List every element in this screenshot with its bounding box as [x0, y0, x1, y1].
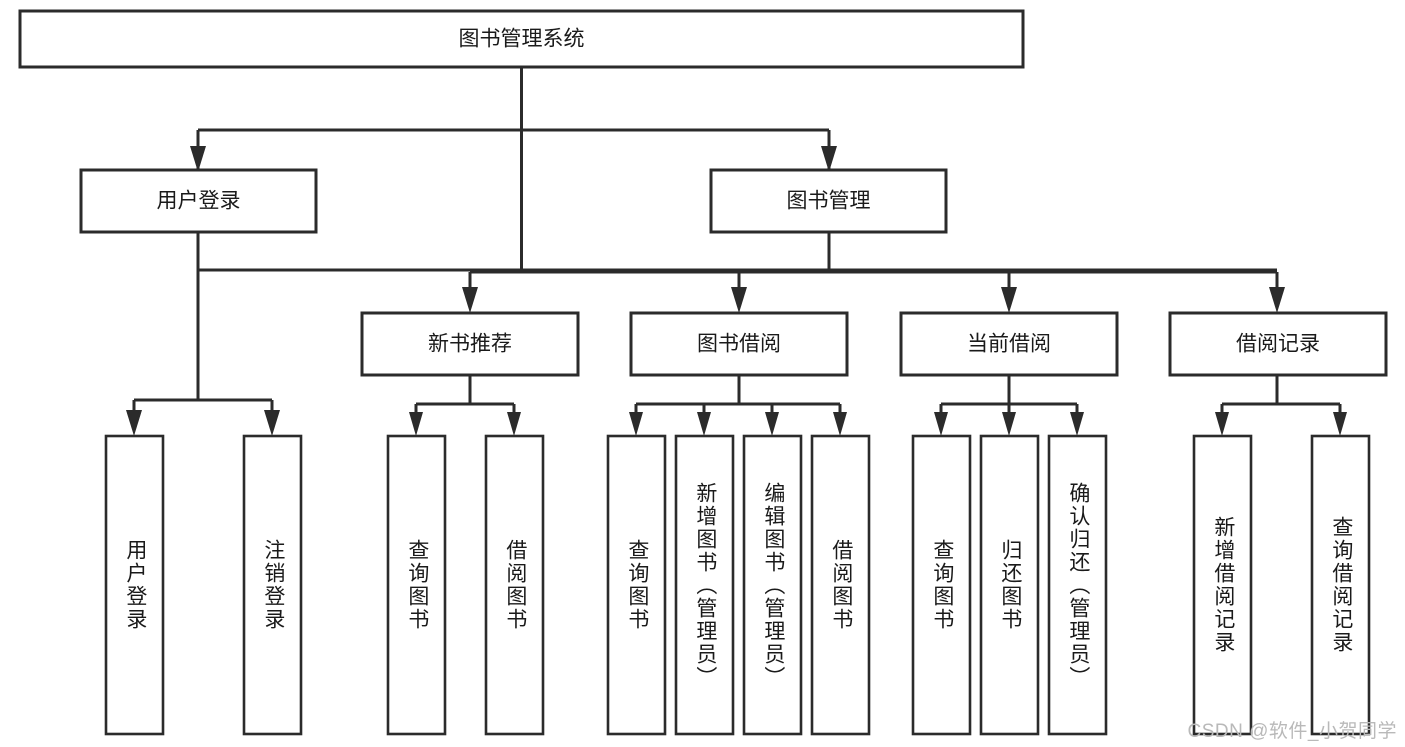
- leaf-label-currentborrow-3: 确认归还（管理员）: [1066, 481, 1090, 689]
- leaf-box-bookborrow-3[interactable]: [742, 434, 803, 736]
- leaf-box-borrowrecords-1[interactable]: [1192, 434, 1253, 736]
- leaf-label-borrowrecords-1: 新增借阅记录: [1211, 516, 1235, 654]
- leaf-label-newbook-2: 借阅图书: [503, 539, 527, 631]
- connector-bookborrow-to-leaves: [629, 375, 847, 436]
- node-root[interactable]: 图书管理系统: [18, 9, 1025, 69]
- leaf-label-borrowrecords-2: 查询借阅记录: [1329, 516, 1353, 654]
- leaf-label-user-login-2: 注销登录: [261, 539, 285, 631]
- leaf-label-bookborrow-2: 新增图书（管理员）: [693, 481, 717, 689]
- node-borrow-records-label: 借阅记录: [1236, 333, 1320, 356]
- node-book-management[interactable]: 图书管理: [709, 168, 948, 234]
- connector-bookmgmt-to-level2: [462, 232, 1285, 313]
- leaf-box-newbook-2[interactable]: [484, 434, 545, 736]
- leaf-box-bookborrow-1[interactable]: [606, 434, 667, 736]
- leaf-label-currentborrow-2: 归还图书: [998, 539, 1022, 631]
- leaf-box-user-login-1[interactable]: [104, 434, 165, 736]
- leaf-box-currentborrow-2[interactable]: [979, 434, 1040, 736]
- node-user-login[interactable]: 用户登录: [79, 168, 318, 234]
- connector-root-bus: [190, 67, 837, 172]
- leaf-label-user-login-1: 用户登录: [123, 539, 147, 631]
- leaf-label-newbook-1: 查询图书: [405, 539, 429, 631]
- leaf-box-bookborrow-4[interactable]: [810, 434, 871, 736]
- leaf-box-newbook-1[interactable]: [386, 434, 447, 736]
- node-new-book-recommend[interactable]: 新书推荐: [360, 311, 580, 377]
- node-current-borrow[interactable]: 当前借阅: [899, 311, 1119, 377]
- node-book-management-label: 图书管理: [787, 190, 871, 213]
- leaf-label-bookborrow-1: 查询图书: [625, 539, 649, 631]
- leaf-label-bookborrow-3: 编辑图书（管理员）: [761, 481, 785, 689]
- leaf-label-currentborrow-1: 查询图书: [930, 539, 954, 631]
- leaf-box-bookborrow-2[interactable]: [674, 434, 735, 736]
- leaf-box-user-login-2[interactable]: [242, 434, 303, 736]
- leaf-box-borrowrecords-2[interactable]: [1310, 434, 1371, 736]
- node-book-borrow[interactable]: 图书借阅: [629, 311, 849, 377]
- connector-userlogin-to-leaves: [126, 232, 280, 436]
- connector-currentborrow-to-leaves: [934, 375, 1084, 436]
- node-current-borrow-label: 当前借阅: [967, 333, 1051, 356]
- node-new-book-recommend-label: 新书推荐: [428, 333, 512, 356]
- node-root-label: 图书管理系统: [459, 28, 585, 51]
- leaf-label-bookborrow-4: 借阅图书: [829, 539, 853, 631]
- connector-borrowrecords-to-leaves: [1215, 375, 1347, 436]
- leaf-box-currentborrow-1[interactable]: [911, 434, 972, 736]
- node-book-borrow-label: 图书借阅: [697, 333, 781, 356]
- connector-newbook-to-leaves: [409, 375, 521, 436]
- node-borrow-records[interactable]: 借阅记录: [1168, 311, 1388, 377]
- node-user-login-label: 用户登录: [157, 190, 241, 213]
- leaf-box-currentborrow-3[interactable]: [1047, 434, 1108, 736]
